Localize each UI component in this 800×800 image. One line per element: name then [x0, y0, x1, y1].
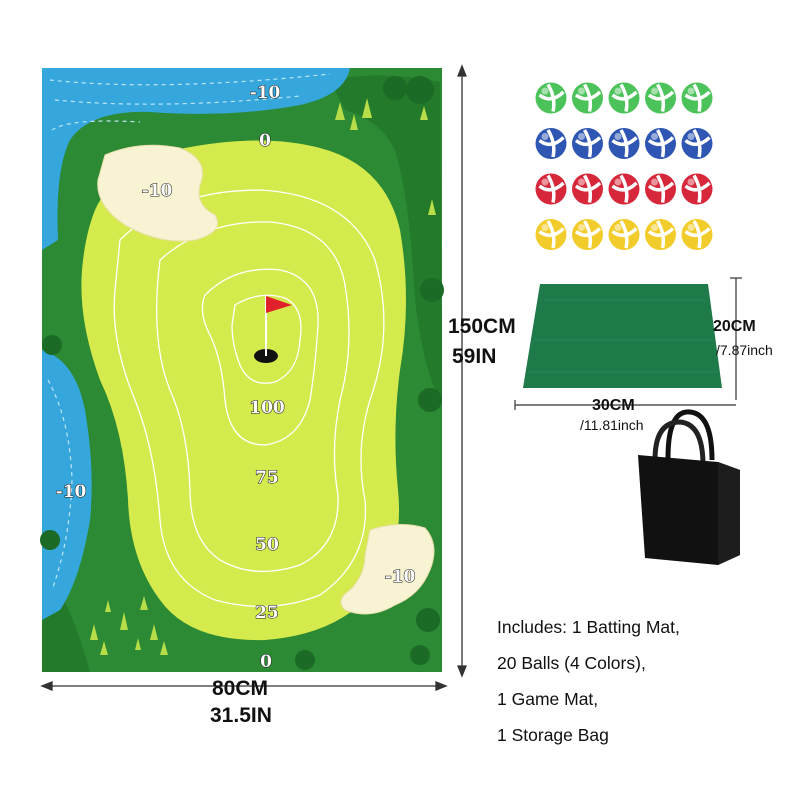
includes-line-3: 1 Game Mat, [497, 689, 599, 709]
bushes [40, 76, 444, 670]
ball-green [608, 82, 640, 114]
ball-yellow [535, 219, 567, 250]
ball-yellow [681, 219, 713, 250]
ball-blue [681, 128, 713, 159]
ball-yellow [645, 219, 676, 250]
ball-green [572, 82, 603, 114]
game-mat [514, 277, 742, 410]
game-mat-dimension-lines [514, 277, 742, 410]
pine-trees [90, 98, 436, 655]
ball-green [681, 82, 713, 114]
includes-line-2: 20 Balls (4 Colors), [497, 653, 646, 673]
game-mat-height-cm: 20CM [713, 318, 756, 335]
ring-inner [231, 294, 302, 384]
includes-line-4: 1 Storage Bag [497, 725, 609, 745]
ball-red [681, 173, 713, 205]
score-75: 75 [255, 468, 279, 488]
water-ripples-top [49, 73, 331, 131]
score-25: 25 [255, 603, 279, 623]
score-top-zero: 0 [259, 131, 271, 151]
ring-outer [113, 189, 385, 608]
mat-height-cm: 150CM [448, 315, 516, 338]
mat-height-in: 59IN [452, 345, 497, 368]
score-50: 50 [255, 535, 279, 555]
ball-blue [645, 128, 676, 159]
game-mat-body [523, 284, 722, 388]
bag-body [638, 455, 740, 565]
mat-width-in: 31.5IN [210, 704, 272, 727]
score-water-left: -10 [56, 482, 87, 502]
score-bunker-right: -10 [385, 567, 416, 587]
sand-bunker-right [340, 524, 435, 615]
includes-list: Includes: 1 Batting Mat, 20 Balls (4 Col… [497, 615, 787, 759]
ball-yellow [572, 219, 603, 250]
bag-side [718, 462, 740, 565]
ball-blue [608, 128, 640, 159]
water-hazard-left [42, 350, 92, 620]
ball-red [535, 173, 567, 205]
putting-green [81, 140, 406, 641]
ball-blue [535, 128, 567, 159]
score-bunker-left: -10 [142, 181, 173, 201]
storage-bag [638, 409, 740, 565]
bag-handle-front [652, 419, 706, 466]
game-mat-height-inch: /7.87inch [716, 342, 773, 358]
game-mat-width-inch: /11.81inch [580, 417, 644, 433]
score-100: 100 [249, 398, 285, 418]
mat-width-cm: 80CM [212, 677, 269, 700]
mat-dimension-lines [40, 64, 467, 691]
chipping-mat: -10 0 -10 100 75 50 25 0 -10 -10 [40, 68, 444, 673]
game-mat-texture [528, 299, 718, 373]
score-bottom-zero: 0 [260, 652, 272, 672]
sand-bunker-left [97, 144, 218, 242]
game-mat-width-cm: 30CM [592, 397, 635, 414]
ball-blue [572, 128, 603, 159]
ball-grid [535, 82, 713, 250]
ring-100 [201, 268, 319, 446]
red-flag [266, 296, 292, 313]
ring-75 [156, 221, 350, 573]
includes-line-1: Includes: 1 Batting Mat, [497, 617, 680, 637]
ball-green [645, 82, 676, 114]
ball-red [645, 173, 676, 205]
ball-red [572, 173, 603, 205]
ball-red [608, 173, 640, 205]
green-rings [113, 189, 385, 608]
score-water-top: -10 [250, 83, 281, 103]
bag-handle-back [665, 409, 715, 461]
mat-tree-area [330, 75, 442, 401]
water-hazard-top [42, 68, 350, 250]
ball-yellow [608, 219, 640, 250]
ball-green [535, 82, 567, 114]
